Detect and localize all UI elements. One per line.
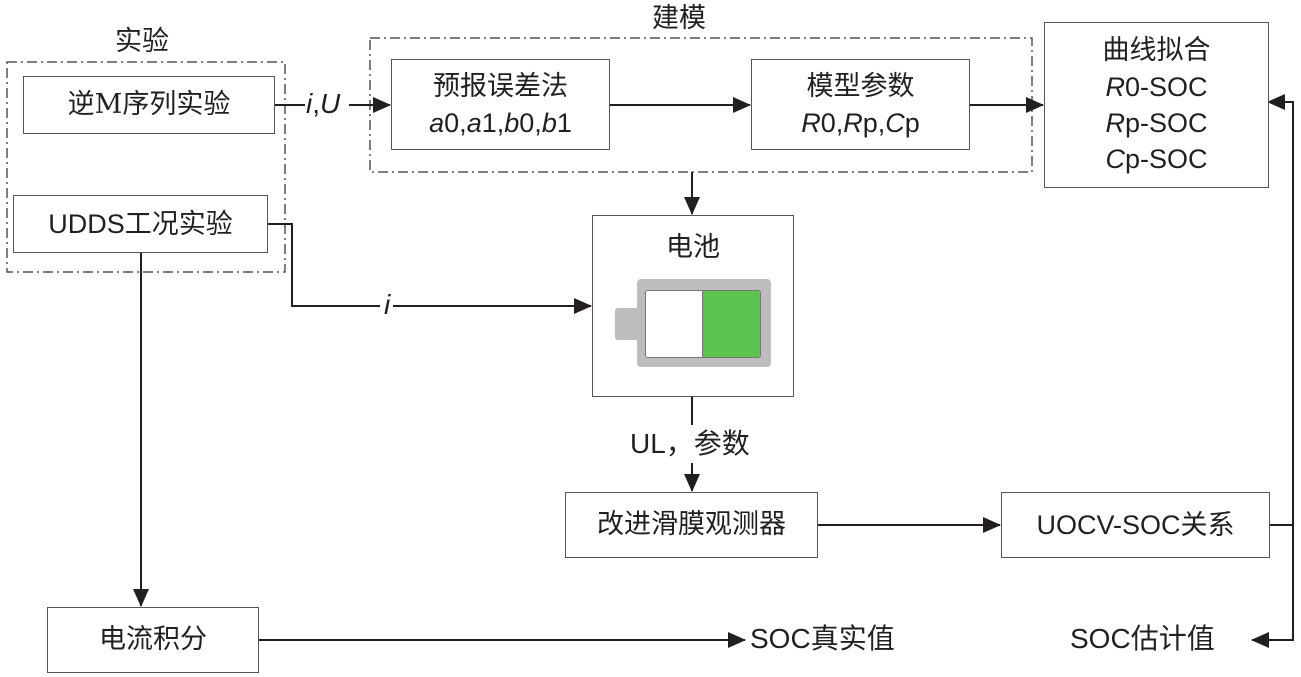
udds-label: UDDS工况实验 (48, 209, 233, 239)
inverse-m-sequence-box[interactable]: 逆M序列实验 (23, 76, 275, 134)
smo-box[interactable]: 改进滑膜观测器 (565, 492, 818, 558)
edge-rail-soc-est (1251, 620, 1294, 648)
curve-fit-box[interactable]: 曲线拟合 R0-SOC Rp-SOC Cp-SOC (1044, 22, 1269, 188)
battery-empty-area (646, 291, 702, 357)
edge-rail-curve (1267, 94, 1294, 640)
battery-title: 电池 (666, 232, 720, 263)
uocv-soc-label: UOCV-SOC关系 (1036, 510, 1235, 540)
edge-udds-battery (267, 223, 380, 307)
curve-fit-rp: Rp-SOC (1105, 108, 1208, 138)
smo-label: 改进滑膜观测器 (597, 509, 786, 540)
curve-fit-r0: R0-SOC (1105, 72, 1208, 102)
battery-icon-terminal (615, 308, 639, 340)
udds-box[interactable]: UDDS工况实验 (13, 195, 268, 253)
soc-true-value-label: SOC真实值 (750, 622, 895, 655)
prediction-error-params: a0,a1,b0,b1 (429, 107, 572, 138)
inverse-m-sequence-label: 逆M序列实验 (67, 89, 231, 120)
modeling-group-label: 建模 (652, 3, 706, 34)
coulomb-counting-label: 电流积分 (99, 624, 207, 655)
battery-charge-fill (702, 291, 760, 357)
coulomb-counting-box[interactable]: 电流积分 (47, 607, 259, 673)
prediction-error-title: 预报误差法 (433, 70, 568, 102)
prediction-error-box[interactable]: 预报误差法 a0,a1,b0,b1 (391, 59, 610, 150)
curve-fit-title: 曲线拟合 (1102, 35, 1211, 66)
experiment-group-label: 实验 (115, 26, 169, 57)
model-params-box[interactable]: 模型参数 R0,Rp,Cp (751, 59, 970, 150)
edge-label-ul-params: UL，参数 (630, 427, 750, 460)
edge-label-i-u: i,U (306, 88, 341, 120)
experiment-group-border (6, 61, 286, 273)
edge-label-i: i (381, 289, 394, 321)
soc-estimate-label: SOC估计值 (1070, 622, 1215, 655)
uocv-soc-box[interactable]: UOCV-SOC关系 (1001, 492, 1270, 558)
curve-fit-cp: Cp-SOC (1105, 144, 1208, 174)
battery-level-indicator (645, 290, 761, 358)
model-params-values: R0,Rp,Cp (801, 107, 920, 138)
model-params-title: 模型参数 (806, 70, 915, 102)
